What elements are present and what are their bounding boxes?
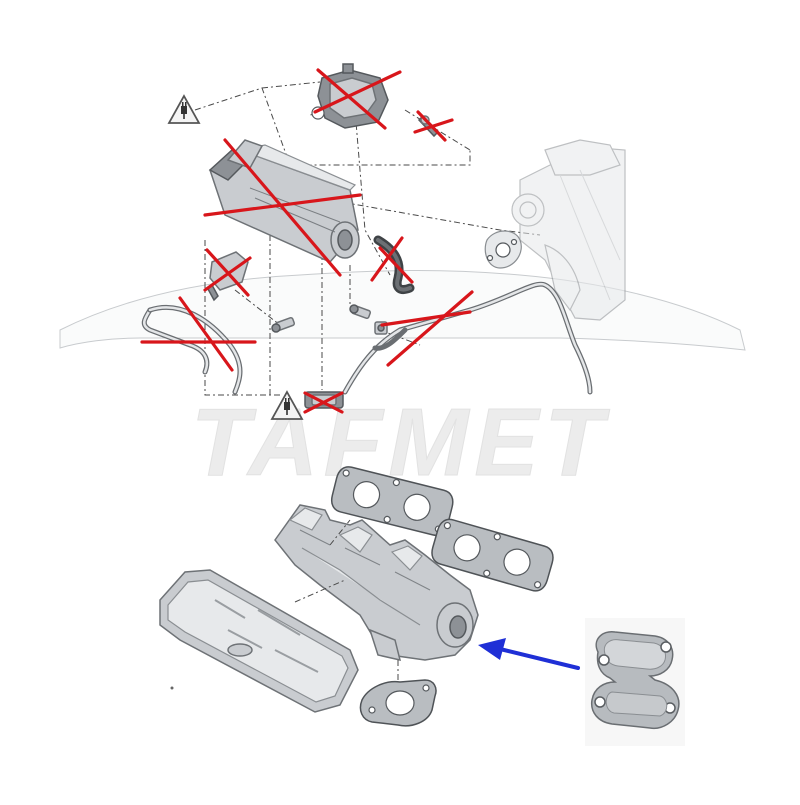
cross-mark-sensor [203, 248, 252, 297]
warning-triangle-plug-icon [270, 390, 304, 420]
reference-lines [194, 81, 541, 396]
cross-mark-actuator [313, 68, 402, 130]
egr-blanking-plate [585, 618, 685, 746]
heat-shield [159, 569, 359, 713]
removal-cross-marks [140, 68, 474, 414]
cross-mark-hose [370, 236, 414, 284]
cross-mark-pipe-left [140, 296, 257, 372]
watermark: TAFMET [59, 269, 746, 497]
bolt [271, 316, 296, 333]
intake-manifold [511, 139, 626, 321]
exhaust-manifold [274, 504, 479, 662]
flange-gasket [359, 679, 437, 727]
connecting-pipe-right [342, 281, 593, 395]
manifold-gasket-3 [431, 518, 554, 592]
cross-mark-clamp [303, 391, 344, 414]
egr-cooler [208, 139, 360, 263]
cross-mark-pipe-right [380, 290, 474, 367]
cross-mark-cooler [203, 138, 362, 277]
intake-flange-gasket [484, 230, 522, 269]
connecting-pipe-left [141, 304, 243, 395]
arrow-icon [478, 638, 580, 670]
cross-mark-fitting [413, 110, 454, 142]
bolt [349, 304, 372, 320]
warning-triangle-plug-icon [167, 94, 201, 124]
pipe-clamp [304, 391, 344, 409]
coolant-hose [373, 235, 415, 294]
